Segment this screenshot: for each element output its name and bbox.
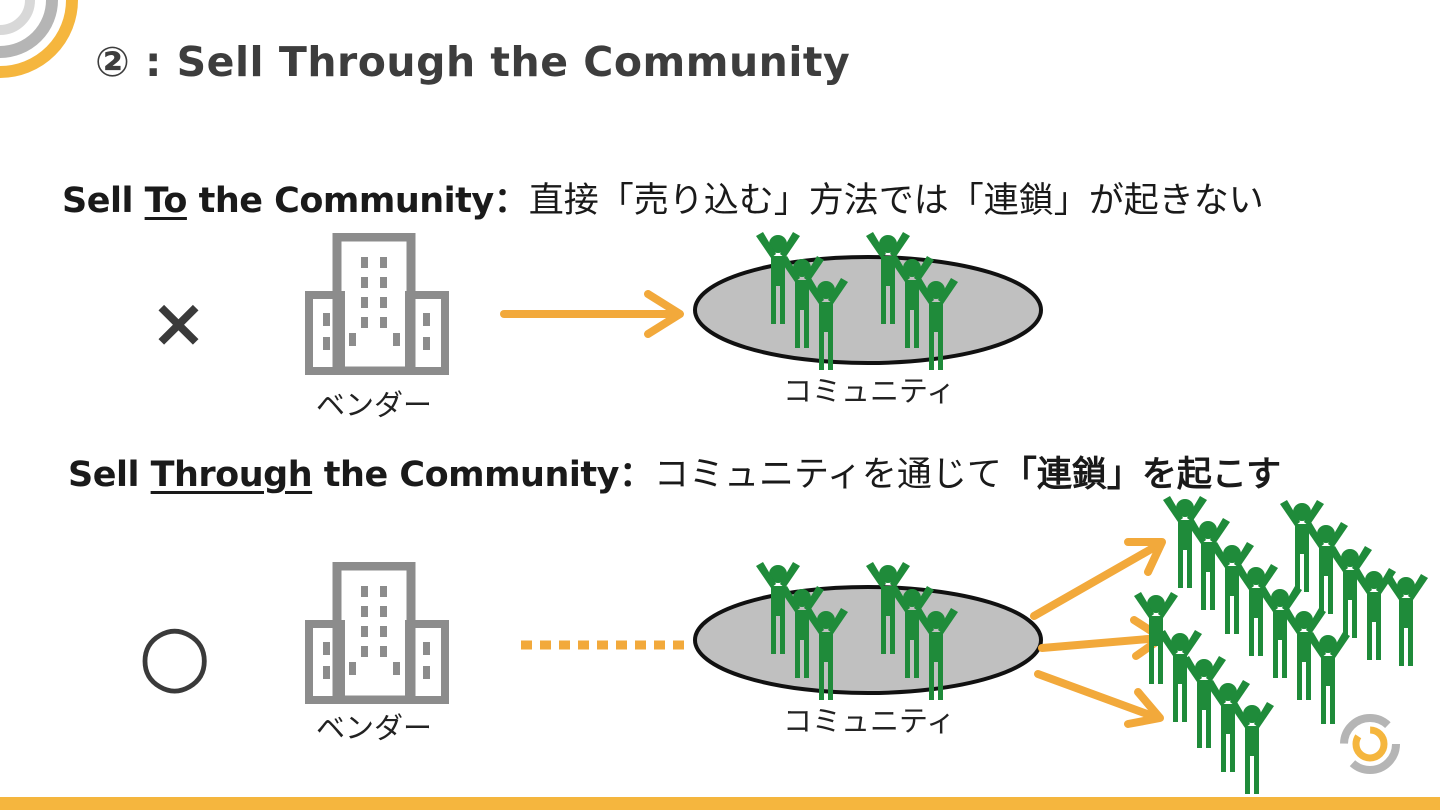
community-ellipse xyxy=(693,562,1043,700)
chain-reaction-crowd xyxy=(1030,496,1428,794)
community-ellipse xyxy=(693,232,1043,370)
vendor-label: ベンダー xyxy=(316,388,433,422)
arrow-down-right-icon xyxy=(1034,670,1164,728)
circle-mark: ○ xyxy=(138,605,212,703)
corner-logo-icon xyxy=(1340,714,1400,774)
heading-sell-through-jp: コミュニティを通じて xyxy=(653,455,1002,495)
dotted-connector xyxy=(521,640,691,650)
heading-sell-to-prefix: Sell xyxy=(62,181,145,221)
corner-logo-icon xyxy=(0,0,78,78)
heading-sell-through: Sell Through the Community：コミュニティを通じて「連鎖… xyxy=(68,446,1281,497)
office-building-icon xyxy=(305,233,449,375)
arrow-right-icon xyxy=(1038,616,1166,660)
heading-sell-to-underlined: To xyxy=(144,181,188,221)
heading-sell-through-suffix: the Community xyxy=(312,455,620,495)
heading-sell-through-underlined: Through xyxy=(150,455,313,495)
arrow-right-icon xyxy=(500,290,684,338)
heading-sell-to-colon: ： xyxy=(493,181,529,221)
heading-sell-through-colon: ： xyxy=(618,455,654,495)
community-label: コミュニティ xyxy=(783,374,956,408)
heading-sell-to-jp: 直接「売り込む」方法では「連鎖」が起きない xyxy=(528,181,1264,221)
heading-sell-through-jp-bold: 「連鎖」を起こす xyxy=(1001,455,1282,495)
community-label: コミュニティ xyxy=(783,704,956,738)
office-building-icon xyxy=(305,562,449,704)
cross-mark: × xyxy=(150,284,207,363)
slide-title: ② : Sell Through the Community xyxy=(95,38,851,86)
heading-sell-through-prefix: Sell xyxy=(68,455,151,495)
heading-sell-to: Sell To the Community：直接「売り込む」方法では「連鎖」が起… xyxy=(62,172,1264,223)
vendor-label: ベンダー xyxy=(316,711,433,745)
heading-sell-to-suffix: the Community xyxy=(186,181,495,221)
bottom-accent-bar xyxy=(0,797,1440,810)
arrow-up-right-icon xyxy=(1030,538,1166,620)
